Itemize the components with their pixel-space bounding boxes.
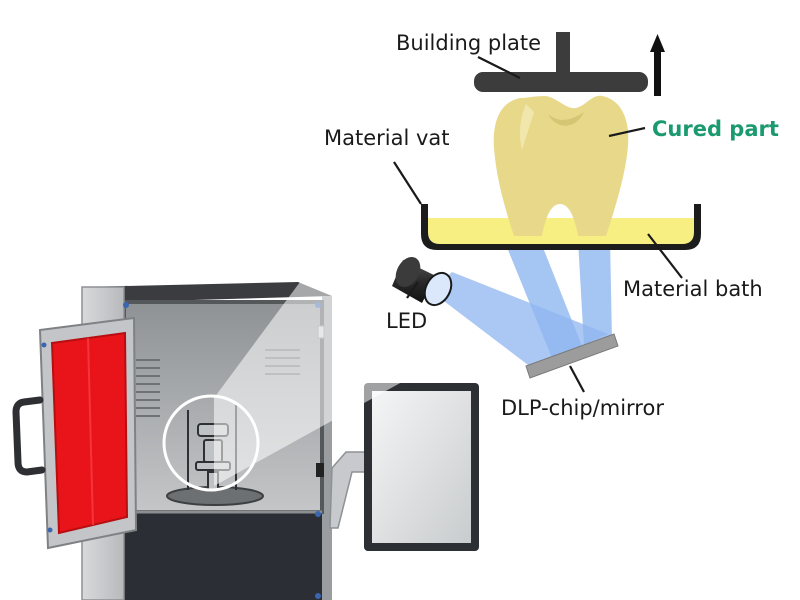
leader-material-vat [393,161,422,205]
leader-led [406,281,419,299]
label-leader-lines [393,56,683,393]
display-screen [372,391,471,543]
touch-display [329,383,479,551]
reflected-beam-left [504,240,582,358]
label-dlp-chip: DLP-chip/mirror [501,396,664,420]
led-source [392,256,453,307]
arrow-up-icon [650,34,665,96]
zoom-projection-beam [214,282,478,486]
leader-material-bath [647,233,683,279]
material-vat [421,204,701,250]
label-material-vat: Material vat [324,126,450,150]
material-bath [428,218,694,244]
uv-light-paths [432,240,612,368]
door-window [52,333,127,533]
reflected-beam-right [578,240,612,346]
leader-cured-part [608,126,646,138]
cabinet-top [82,282,332,302]
dlp-chip-mirror [525,333,619,379]
label-cured-part: Cured part [652,117,779,141]
led-lens [423,271,453,307]
cabinet-lower-body [124,512,322,600]
label-material-bath: Material bath [623,277,763,301]
leader-building-plate [477,56,521,79]
cured-part-tooth [493,95,629,236]
label-led: LED [386,309,427,333]
display-arm [329,451,367,529]
door-handle [12,396,46,476]
label-building-plate: Building plate [396,31,541,55]
leader-dlp-chip [569,365,585,393]
printer-door [12,316,138,550]
